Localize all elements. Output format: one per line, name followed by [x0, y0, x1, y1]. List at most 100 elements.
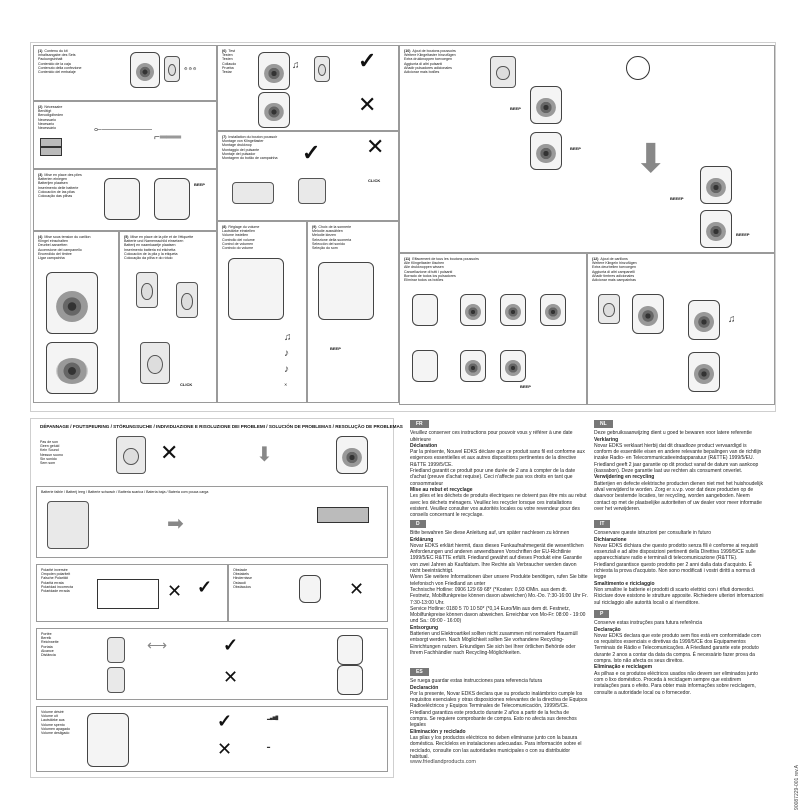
chime-illustration [130, 52, 160, 88]
chime-illustration [228, 258, 284, 320]
chime-illustration [318, 262, 374, 320]
chime-illustration [460, 350, 486, 382]
clock-icon [626, 56, 650, 80]
push-button-illustration [164, 56, 180, 82]
language-block-p: P Conserve estas instruções para futura … [594, 610, 761, 696]
panel-erase-buttons: (11)Effacement de tous les boutons pouss… [399, 253, 587, 405]
panel-title: (10)Ajout de boutons poussoirs Weitere K… [404, 49, 456, 75]
panel-add-buttons: (10)Ajout de boutons poussoirs Weitere K… [399, 45, 775, 253]
panel-title: (9)Choix de la sonnerie Melodie auswähle… [312, 225, 352, 251]
cross-icon: ✕ [223, 667, 239, 687]
music-note-icon: ♫ [728, 314, 736, 325]
panel-title: (4)Mise sous tension du carillon Klingel… [38, 235, 91, 261]
language-code: FR [410, 420, 429, 429]
click-label: CLICK [180, 382, 193, 387]
push-button-illustration [598, 294, 620, 324]
panel-needed: (2)Nécessaire Benötigt Benodigdheden Nec… [33, 101, 217, 169]
panel-label: (5)Mise en place de la pile et de l'étiq… [119, 231, 217, 403]
language-code: D [410, 520, 426, 529]
panel-title: Batterie faible / Batterij leeg / Batter… [41, 490, 209, 494]
battery-icon [40, 138, 62, 147]
push-button-illustration [107, 637, 125, 663]
beep-label: BEEP [194, 182, 205, 187]
chime-illustration [46, 272, 98, 334]
music-note-icon: ♪ [284, 364, 289, 375]
chime-illustration [412, 294, 438, 326]
website-link[interactable]: www.friedlandproducts.com [410, 759, 476, 765]
chime-illustration [337, 635, 363, 665]
language-code: NL [594, 420, 613, 429]
language-block-it: IT Conservare queste istruzioni per cons… [594, 520, 764, 606]
chime-illustration [700, 166, 732, 204]
chime-open-illustration [104, 178, 140, 220]
panel-title: (6)Test Testen Testen Collaudo Prueba Te… [222, 49, 237, 75]
panel-power-on: (4)Mise sous tension du carillon Klingel… [33, 231, 119, 403]
language-block-fr: FR Veuillez conserver ces instructions p… [410, 420, 587, 519]
beep-label: BEEP [510, 106, 521, 111]
cross-icon: ✕ [358, 92, 377, 117]
panel-title: (8)Réglage du volume Lautstärke einstell… [222, 225, 260, 251]
chime-illustration [337, 665, 363, 695]
chime-illustration [632, 294, 664, 334]
language-code: P [594, 610, 610, 619]
mute-icon: ✕ [284, 383, 288, 387]
push-button-illustration [314, 56, 330, 82]
chime-back-illustration [154, 178, 190, 220]
check-icon: ✓ [223, 635, 239, 655]
panel-title: Portée Bereik Reichweite Portata Alcance… [41, 632, 59, 658]
cross-icon: ✕ [160, 440, 179, 465]
beep-label: BEEP [330, 346, 341, 351]
chime-illustration [46, 342, 98, 394]
cross-icon: ✕ [366, 134, 385, 159]
down-arrow-icon: ⬇ [256, 444, 273, 466]
panel-title: (5)Mise en place de la pile et de l'étiq… [124, 235, 194, 261]
push-button-illustration [298, 178, 326, 204]
push-button-illustration [176, 282, 198, 318]
beep-label: BEEEP [736, 232, 750, 237]
panel-title: (12)Ajout de carillons Weitere Klingeln … [592, 257, 637, 283]
chime-illustration [688, 352, 720, 392]
check-icon: ✓ [217, 711, 233, 731]
chime-illustration [540, 294, 566, 326]
push-button-illustration [490, 56, 516, 88]
beep-label: BEEP [570, 146, 581, 151]
top-sheet: (1)Contenu du kit Inhaltsangabe des Sets… [30, 42, 776, 412]
chime-illustration [412, 350, 438, 382]
chime-illustration [530, 86, 562, 124]
panel-add-chimes: (12)Ajout de carillons Weitere Klingeln … [587, 253, 775, 405]
panel-title: Volume désiré Volume uit Lautstärke aus … [41, 710, 70, 736]
click-label: CLICK [368, 178, 381, 183]
language-block-es: ES Se ruega guardar estas instrucciones … [410, 668, 588, 760]
volume-bars-icon: ▂▄▆█ [267, 716, 279, 720]
trouble-low-battery: Batterie faible / Batterij leeg / Batter… [36, 486, 388, 558]
cross-icon: ✕ [167, 581, 183, 601]
volume-bars-icon: ▂ [267, 744, 270, 748]
push-button-illustration [136, 272, 158, 308]
panel-title: Polarité inversée Ompolen polariteit Fal… [41, 568, 73, 594]
cross-icon: ✕ [217, 739, 233, 759]
screws-illustration: ⚙ ⚙ ⚙ [184, 67, 197, 71]
language-code: ES [410, 668, 429, 677]
panel-test: (6)Test Testen Testen Collaudo Prueba Te… [217, 45, 399, 131]
chime-illustration [336, 436, 368, 474]
trouble-no-sound: Pas de son Geen geluid Kein Sound Nessun… [36, 432, 386, 476]
chime-illustration [258, 92, 290, 128]
screwdriver-icon: ⟜━━━━━ [94, 124, 152, 135]
push-button-illustration [116, 436, 146, 474]
push-button-illustration [47, 501, 89, 549]
panel-title: (2)Nécessaire Benötigt Benodigdheden Nec… [38, 105, 64, 131]
push-button-illustration [107, 667, 125, 693]
chime-illustration [700, 210, 732, 248]
push-button-illustration [140, 342, 170, 384]
panel-melody: (9)Choix de la sonnerie Melodie auswähle… [307, 221, 399, 403]
push-button-illustration [232, 182, 274, 204]
down-arrow-icon: ⬇ [634, 137, 668, 181]
battery-icon [317, 507, 369, 523]
language-code: IT [594, 520, 611, 529]
document-code: 90087229-001 rev.A [794, 765, 800, 810]
panel-batteries: (3)Mise en place des piles Batterien ein… [33, 169, 217, 231]
beep-label: BEEEP [670, 196, 684, 201]
left-right-arrow-icon: ⟷ [147, 637, 168, 653]
chime-illustration [87, 713, 129, 767]
music-note-icon: ♫ [284, 332, 292, 343]
